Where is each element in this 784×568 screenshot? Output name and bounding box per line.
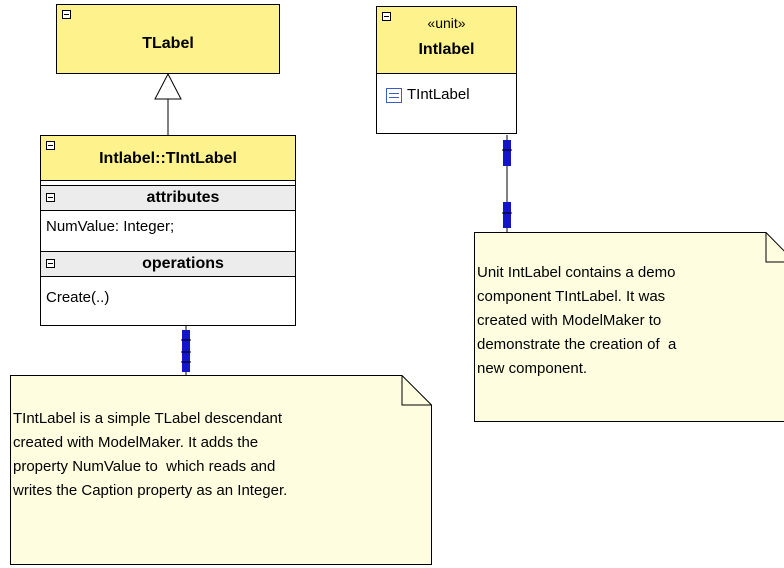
attribute-item[interactable]: NumValue: Integer; [46, 218, 175, 235]
note-right-text: Unit IntLabel contains a demo component … [477, 264, 677, 377]
note-left[interactable]: TIntLabel is a simple TLabel descendant … [10, 375, 432, 565]
collapse-icon[interactable] [46, 193, 55, 202]
note-right[interactable]: Unit IntLabel contains a demo component … [474, 232, 784, 422]
unit-intlabel[interactable]: «unit» Intlabel TIntLabel [376, 6, 517, 134]
inheritance-arrowhead [154, 72, 182, 100]
collapse-icon[interactable] [382, 12, 391, 21]
collapse-icon[interactable] [46, 259, 55, 268]
unit-item[interactable]: TIntLabel [407, 86, 470, 103]
unit-stereotype: «unit» [427, 15, 466, 31]
operations-section-header: operations [41, 251, 295, 277]
note-right-anchor-handle-bottom [503, 202, 511, 228]
class-tlabel[interactable]: TLabel [56, 4, 280, 74]
note-shape [474, 232, 784, 422]
class-header: Intlabel::TIntLabel [41, 136, 295, 181]
class-title: TLabel [142, 35, 194, 52]
attributes-label: attributes [146, 189, 220, 206]
attributes-section-header: attributes [41, 185, 295, 211]
operation-item[interactable]: Create(..) [46, 289, 110, 306]
collapse-icon[interactable] [62, 10, 71, 19]
note-left-anchor-handle [182, 330, 190, 372]
class-tintlabel[interactable]: Intlabel::TIntLabel attributes NumValue:… [40, 135, 296, 326]
operations-label: operations [142, 255, 224, 272]
collapse-icon[interactable] [46, 141, 55, 150]
class-title: Intlabel::TIntLabel [99, 150, 237, 167]
unit-header: «unit» Intlabel [377, 7, 516, 74]
class-icon [386, 88, 402, 103]
note-shape [10, 375, 432, 565]
note-left-text: TIntLabel is a simple TLabel descendant … [13, 410, 288, 499]
unit-title: Intlabel [418, 41, 475, 58]
note-right-anchor-handle-top [503, 140, 511, 166]
